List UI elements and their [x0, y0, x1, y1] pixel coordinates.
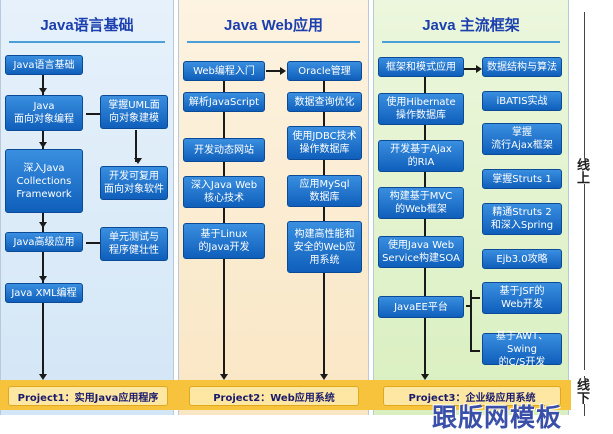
node-hibernate[interactable]: 使用Hibernate 操作数据库 [378, 93, 464, 125]
connector-line [470, 297, 480, 299]
connector-line [86, 242, 102, 244]
project-2[interactable]: Project2：Web应用系统 [189, 386, 359, 406]
column-title-java-web: Java Web应用 [224, 17, 323, 34]
node-jsf[interactable]: 基于JSF的 Web开发 [482, 282, 562, 314]
node-javascript[interactable]: 解析JavaScript [183, 92, 265, 112]
node-data-structures[interactable]: 数据结构与算法 [482, 57, 562, 77]
arrow-down-icon [421, 374, 429, 380]
node-ibatis[interactable]: iBATIS实战 [482, 91, 562, 111]
node-query-optimization[interactable]: 数据查询优化 [287, 92, 362, 112]
arrow-down-icon [134, 158, 142, 164]
node-reusable[interactable]: 开发可复用 面向对象软件 [100, 166, 168, 200]
node-struts1[interactable]: 掌握Struts 1 [482, 169, 562, 189]
node-ajax-frameworks[interactable]: 掌握 流行Ajax框架 [482, 123, 562, 155]
node-ajax-ria[interactable]: 开发基于Ajax 的RIA [378, 140, 464, 172]
watermark: 跟版网模板 [432, 403, 563, 432]
node-java-web-core[interactable]: 深入Java Web 核心技术 [183, 176, 265, 208]
connector-line [470, 290, 472, 352]
online-bracket [584, 12, 585, 370]
connector-line [424, 74, 426, 374]
node-mysql[interactable]: 应用MySql 数据库 [287, 175, 362, 207]
divider [9, 41, 165, 43]
node-ejb3[interactable]: Ejb3.0攻略 [482, 249, 562, 269]
connector-line [466, 305, 472, 307]
connector-line [470, 350, 480, 352]
node-linux-java[interactable]: 基于Linux 的Java开发 [183, 223, 265, 259]
connector-line [86, 113, 102, 115]
node-java-advanced[interactable]: Java高级应用 [5, 232, 83, 252]
node-high-performance-web[interactable]: 构建高性能和 安全的Web应 用系统 [287, 221, 362, 273]
offline-label: 线下 [573, 378, 592, 404]
connector-line [135, 130, 137, 162]
column-title-java-frameworks: Java 主流框架 [422, 17, 520, 34]
divider [187, 41, 360, 43]
project-3[interactable]: Project3：企业级应用系统 [383, 386, 561, 406]
arrow-down-icon [39, 88, 47, 94]
node-web-intro[interactable]: Web编程入门 [183, 61, 265, 81]
arrow-down-icon [39, 142, 47, 148]
arrow-right-icon [476, 65, 482, 73]
node-awt-swing[interactable]: 基于AWT、Swing 的C/S开发 [482, 331, 562, 368]
node-collections[interactable]: 深入Java Collections Framework [5, 149, 83, 213]
node-dynamic-site[interactable]: 开发动态网站 [183, 138, 265, 162]
node-mvc-framework[interactable]: 构建基于MVC 的Web框架 [378, 187, 464, 219]
node-java-xml[interactable]: Java XML编程 [5, 283, 83, 303]
divider [382, 41, 560, 43]
node-unit-testing[interactable]: 单元测试与 程序健壮性 [100, 227, 168, 261]
node-java-basics[interactable]: Java语言基础 [5, 55, 83, 75]
project-1[interactable]: Project1：实用Java应用程序 [8, 386, 168, 406]
node-javaee[interactable]: JavaEE平台 [378, 296, 464, 318]
column-title-java-basics: Java语言基础 [40, 17, 134, 34]
node-oracle[interactable]: Oracle管理 [287, 61, 362, 81]
node-soa[interactable]: 使用Java Web Service构建SOA [378, 236, 464, 268]
node-struts2-spring[interactable]: 精通Struts 2 和深入Spring [482, 203, 562, 235]
connector-line [464, 68, 478, 70]
arrow-down-icon [39, 276, 47, 282]
arrow-down-icon [320, 374, 328, 380]
node-uml[interactable]: 掌握UML面 向对象建模 [100, 95, 168, 129]
node-framework-patterns[interactable]: 框架和模式应用 [378, 57, 464, 77]
arrow-down-icon [220, 374, 228, 380]
online-label: 线上 [573, 158, 592, 184]
arrow-down-icon [39, 374, 47, 380]
node-oop[interactable]: Java 面向对象编程 [5, 95, 83, 131]
connector-line [266, 70, 282, 72]
node-jdbc[interactable]: 使用JDBC技术 操作数据库 [287, 126, 362, 160]
arrow-right-icon [280, 67, 286, 75]
arrow-down-icon [39, 222, 47, 228]
